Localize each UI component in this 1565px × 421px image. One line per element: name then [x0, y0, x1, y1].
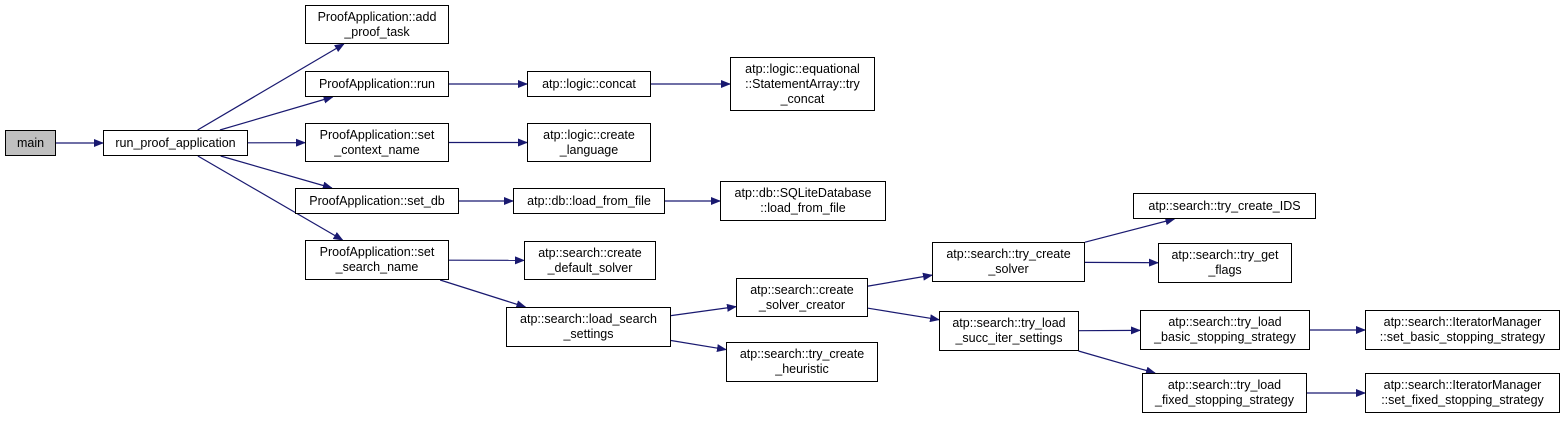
node-try-get-flags[interactable]: atp::search::try_get _flags	[1158, 243, 1292, 283]
node-set-db[interactable]: ProofApplication::set_db	[295, 188, 459, 214]
node-create-default-solver[interactable]: atp::search::create _default_solver	[524, 241, 656, 280]
node-try-create-ids[interactable]: atp::search::try_create_IDS	[1133, 193, 1316, 219]
node-load-from-file[interactable]: atp::db::load_from_file	[513, 188, 665, 214]
node-run-proof-application[interactable]: run_proof_application	[103, 130, 248, 156]
edge-load-search-settings-to-create-solver-creator	[670, 303, 737, 317]
node-load-search-settings[interactable]: atp::search::load_search _settings	[506, 307, 671, 347]
node-main: main	[5, 130, 56, 156]
node-try-create-solver[interactable]: atp::search::try_create _solver	[932, 242, 1085, 282]
node-try-load-basic-stopping-strategy[interactable]: atp::search::try_load _basic_stopping_st…	[1140, 310, 1310, 350]
node-create-solver-creator[interactable]: atp::search::create _solver_creator	[736, 278, 868, 317]
node-try-concat[interactable]: atp::logic::equational ::StatementArray:…	[730, 57, 875, 111]
node-set-search-name[interactable]: ProofApplication::set _search_name	[305, 240, 449, 280]
edge-run-proof-application-to-run	[219, 95, 334, 131]
node-create-language[interactable]: atp::logic::create _language	[527, 123, 651, 162]
edge-run-proof-application-to-set-db	[220, 155, 333, 190]
node-add-proof-task[interactable]: ProofApplication::add _proof_task	[305, 5, 449, 44]
node-run[interactable]: ProofApplication::run	[305, 71, 449, 97]
edge-create-solver-creator-to-try-create-solver	[867, 272, 933, 287]
edge-set-search-name-to-load-search-settings	[439, 279, 527, 309]
edge-run-proof-application-to-set-search-name	[197, 155, 344, 241]
edge-create-solver-creator-to-try-load-succ-iter-settings	[867, 307, 940, 323]
node-set-context-name[interactable]: ProofApplication::set _context_name	[305, 123, 449, 162]
node-try-load-succ-iter-settings[interactable]: atp::search::try_load _succ_iter_setting…	[939, 311, 1079, 351]
node-sqlite-load-from-file[interactable]: atp::db::SQLiteDatabase ::load_from_file	[720, 181, 886, 221]
edges	[56, 43, 1366, 397]
edge-try-create-solver-to-try-create-ids	[1084, 217, 1176, 243]
edge-try-load-succ-iter-settings-to-try-load-fixed-stopping-strategy	[1078, 350, 1156, 375]
node-try-load-fixed-stopping-strategy[interactable]: atp::search::try_load _fixed_stopping_st…	[1142, 373, 1307, 413]
node-try-create-heuristic[interactable]: atp::search::try_create _heuristic	[726, 342, 878, 382]
node-set-basic-stopping-strategy[interactable]: atp::search::IteratorManager ::set_basic…	[1365, 310, 1560, 350]
node-set-fixed-stopping-strategy[interactable]: atp::search::IteratorManager ::set_fixed…	[1365, 373, 1560, 413]
node-concat[interactable]: atp::logic::concat	[527, 71, 651, 97]
edge-run-proof-application-to-add-proof-task	[197, 43, 345, 131]
edge-load-search-settings-to-try-create-heuristic	[670, 339, 727, 353]
